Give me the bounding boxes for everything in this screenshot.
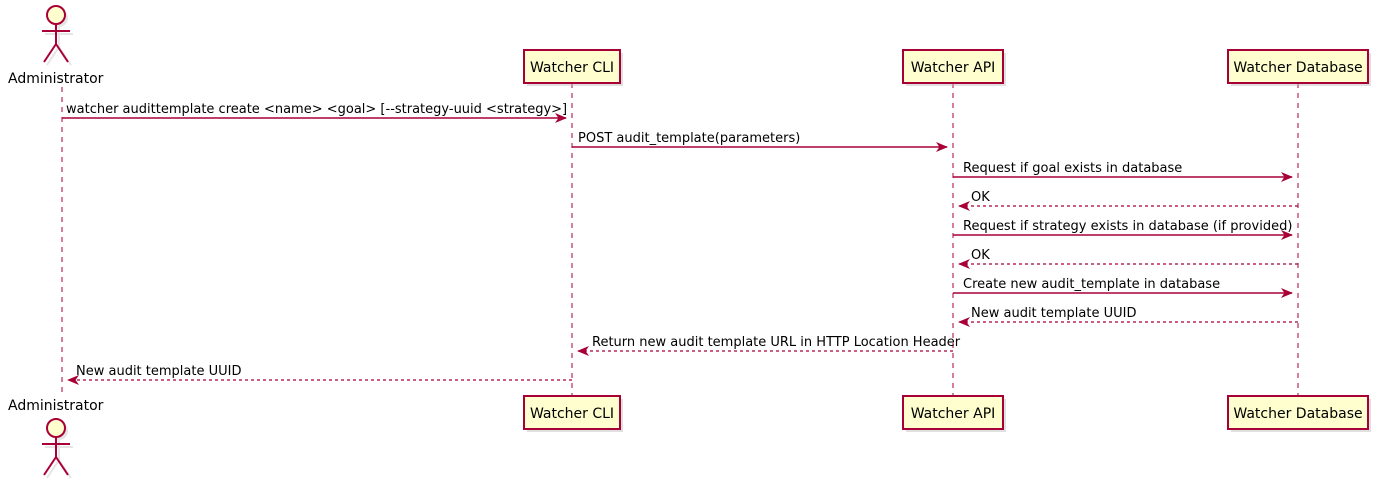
message-label: Request if strategy exists in database (… bbox=[963, 219, 1292, 234]
message-label: OK bbox=[971, 190, 990, 205]
actor-head-icon bbox=[46, 418, 66, 438]
participant-label-watcher-api: Watcher API bbox=[911, 60, 996, 76]
message-label: New audit template UUID bbox=[971, 306, 1136, 321]
box-body bbox=[523, 395, 621, 430]
participant-label-watcher-database: Watcher Database bbox=[1233, 406, 1362, 422]
message-label: Request if goal exists in database bbox=[963, 161, 1182, 176]
box-body bbox=[1227, 395, 1369, 430]
box-body bbox=[1227, 49, 1369, 84]
participant-label-watcher-api: Watcher API bbox=[911, 406, 996, 422]
actor-label-administrator-bottom: Administrator bbox=[8, 398, 104, 414]
actor-leg-right-icon bbox=[55, 43, 69, 63]
lifelines-group bbox=[61, 83, 1299, 396]
actor-label-administrator-top: Administrator bbox=[8, 71, 104, 87]
message-label: POST audit_template(parameters) bbox=[578, 131, 800, 146]
message-label: New audit template UUID bbox=[76, 364, 241, 379]
participant-box-watcher-cli-top[interactable]: Watcher CLI bbox=[523, 49, 623, 86]
message-9-return-location-header: Return new audit template URL in HTTP Lo… bbox=[577, 335, 961, 356]
participant-box-watcher-cli-bottom[interactable]: Watcher CLI bbox=[523, 395, 623, 432]
message-5-request-strategy-exists: Request if strategy exists in database (… bbox=[953, 219, 1293, 240]
actor-administrator-bottom: Administrator bbox=[8, 398, 104, 479]
message-10-new-audit-template-uuid-cli: New audit template UUID bbox=[67, 364, 572, 385]
actor-leg-left-icon bbox=[43, 456, 57, 476]
message-2-post-audit-template: POST audit_template(parameters) bbox=[572, 131, 948, 152]
participant-label-watcher-cli: Watcher CLI bbox=[530, 406, 614, 422]
message-4-ok-goal: OK bbox=[958, 190, 1298, 211]
participant-box-watcher-api-bottom[interactable]: Watcher API bbox=[902, 395, 1006, 432]
participant-box-watcher-api-top[interactable]: Watcher API bbox=[902, 49, 1006, 86]
actor-leg-left-icon bbox=[43, 43, 57, 63]
message-8-new-audit-template-uuid-db: New audit template UUID bbox=[958, 306, 1298, 327]
actor-leg-right-icon bbox=[55, 456, 69, 476]
message-6-ok-strategy: OK bbox=[958, 248, 1298, 269]
box-body bbox=[902, 49, 1004, 84]
actor-administrator-top: Administrator bbox=[8, 5, 104, 87]
box-body bbox=[902, 395, 1004, 430]
participant-box-watcher-database-bottom[interactable]: Watcher Database bbox=[1227, 395, 1371, 432]
message-1-watcher-audittemplate-create: watcher audittemplate create <name> <goa… bbox=[62, 102, 567, 123]
actor-head-icon bbox=[46, 5, 66, 25]
participant-box-watcher-database-top[interactable]: Watcher Database bbox=[1227, 49, 1371, 86]
message-label: watcher audittemplate create <name> <goa… bbox=[66, 102, 567, 117]
message-label: Create new audit_template in database bbox=[963, 277, 1220, 292]
message-label: OK bbox=[971, 248, 990, 263]
participant-label-watcher-cli: Watcher CLI bbox=[530, 60, 614, 76]
box-body bbox=[523, 49, 621, 84]
message-3-request-goal-exists: Request if goal exists in database bbox=[953, 161, 1293, 182]
message-7-create-audit-template: Create new audit_template in database bbox=[953, 277, 1293, 298]
participant-label-watcher-database: Watcher Database bbox=[1233, 60, 1362, 76]
message-label: Return new audit template URL in HTTP Lo… bbox=[592, 335, 961, 350]
